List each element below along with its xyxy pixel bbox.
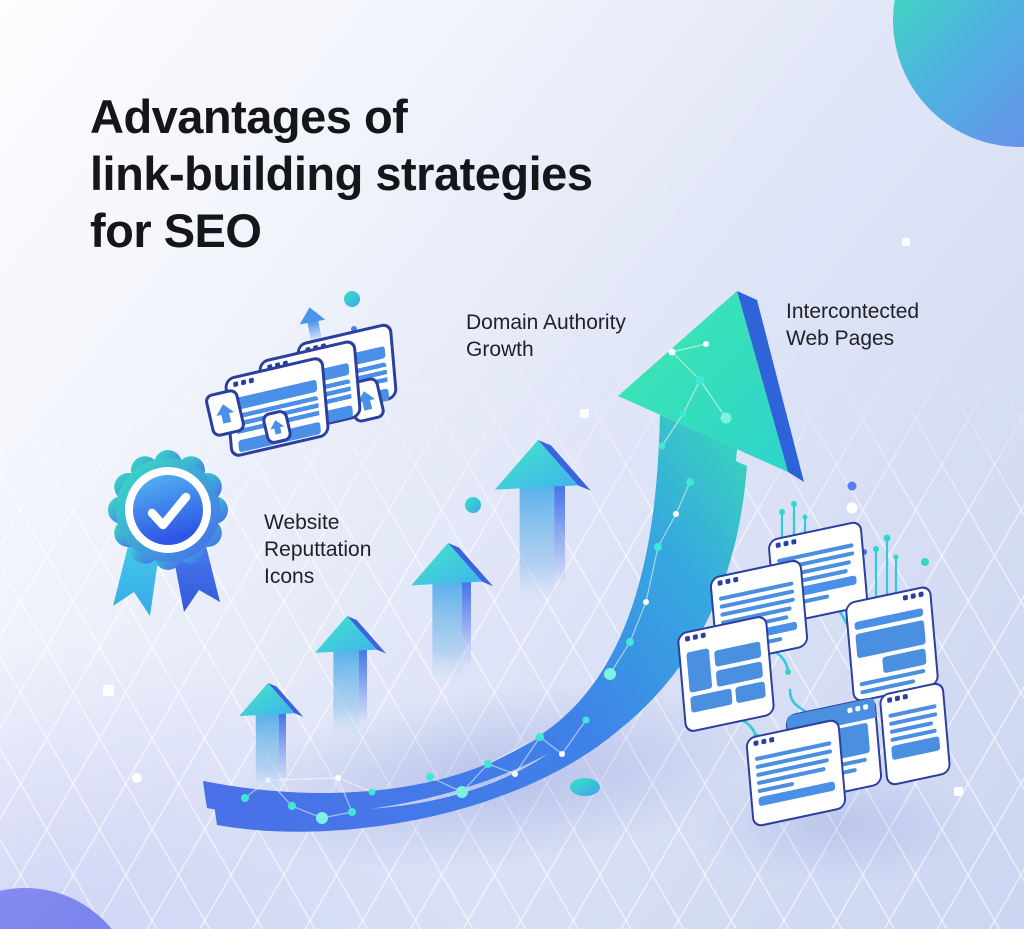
decor-square <box>902 238 910 246</box>
decor-square <box>580 409 589 418</box>
verified-badge-icon <box>108 450 228 616</box>
browser-window-icon <box>676 614 776 734</box>
label-website-reputation: Website Reputtation Icons <box>264 511 372 588</box>
page-title: Advantages of link-building strategies f… <box>90 90 593 257</box>
up-arrow-icon <box>239 683 304 793</box>
up-arrow-icon <box>494 440 591 605</box>
window-content <box>853 607 932 695</box>
browser-window-icon <box>745 717 847 829</box>
up-arrow-icon <box>411 543 494 683</box>
growth-arrow-icon <box>203 291 804 832</box>
window-content <box>887 703 942 761</box>
decor-square <box>103 685 114 696</box>
browser-window-icon <box>878 680 952 788</box>
checkmark-icon <box>147 492 191 530</box>
up-arrow-icon <box>315 616 387 738</box>
interconnected-pages-cluster <box>650 519 990 860</box>
decor-square <box>954 787 963 796</box>
label-domain-authority: Domain Authority Growth <box>466 311 626 361</box>
decorative-dots <box>132 291 929 796</box>
window-content <box>685 637 767 714</box>
label-interconnected-pages: Intercontected Web Pages <box>786 300 920 350</box>
website-reputation-cluster <box>190 295 430 495</box>
